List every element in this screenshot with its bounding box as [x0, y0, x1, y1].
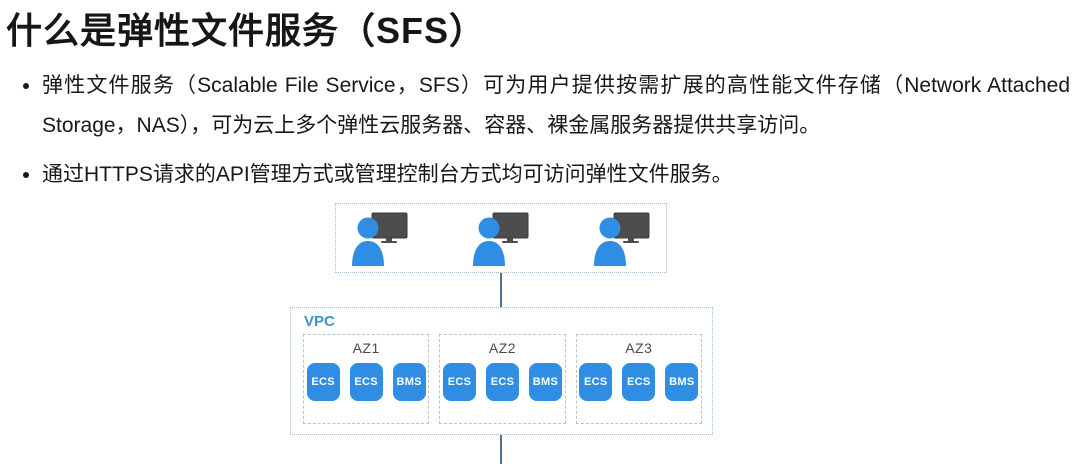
az-label: AZ2	[488, 340, 517, 356]
chip-row: ECS ECS BMS	[306, 363, 426, 401]
chip-row: ECS ECS BMS	[442, 363, 562, 401]
bullet-item-access-methods: 通过HTTPS请求的API管理方式或管理控制台方式均可访问弹性文件服务。	[42, 155, 1070, 195]
az-zone-1: AZ1 ECS ECS BMS	[303, 334, 430, 424]
node-chip-ecs: ECS	[579, 363, 613, 401]
user-with-monitor-icon	[473, 212, 529, 266]
chip-row: ECS ECS BMS	[579, 363, 699, 401]
users-group-box	[335, 203, 667, 273]
page-title: 什么是弹性文件服务（SFS）	[6, 10, 487, 51]
az-zone-3: AZ3 ECS ECS BMS	[575, 334, 702, 424]
node-chip-ecs: ECS	[442, 363, 476, 401]
az-label: AZ3	[625, 340, 653, 356]
bullet-list: 弹性文件服务（Scalable File Service，SFS）可为用户提供按…	[22, 66, 1070, 204]
node-chip-ecs: ECS	[306, 363, 340, 401]
node-chip-ecs: ECS	[485, 363, 519, 401]
connector-line-users-to-vpc	[500, 273, 502, 307]
az-row: AZ1 ECS ECS BMS AZ2 ECS ECS BMS	[303, 334, 702, 424]
node-chip-bms: BMS	[392, 363, 426, 401]
vpc-label: VPC	[304, 313, 335, 330]
node-chip-ecs: ECS	[622, 363, 656, 401]
bullet-item-sfs-definition: 弹性文件服务（Scalable File Service，SFS）可为用户提供按…	[42, 66, 1070, 146]
connector-line-vpc-down	[500, 435, 502, 464]
user-with-monitor-icon	[352, 212, 408, 266]
az-label: AZ1	[352, 340, 380, 356]
sfs-architecture-diagram: VPC AZ1 ECS ECS BMS AZ2 ECS ECS BMS	[0, 203, 1086, 464]
node-chip-ecs: ECS	[349, 363, 383, 401]
vpc-box: VPC AZ1 ECS ECS BMS AZ2 ECS ECS BMS	[290, 307, 713, 435]
user-with-monitor-icon	[594, 212, 650, 266]
az-zone-2: AZ2 ECS ECS BMS	[439, 334, 566, 424]
node-chip-bms: BMS	[665, 363, 699, 401]
node-chip-bms: BMS	[528, 363, 562, 401]
